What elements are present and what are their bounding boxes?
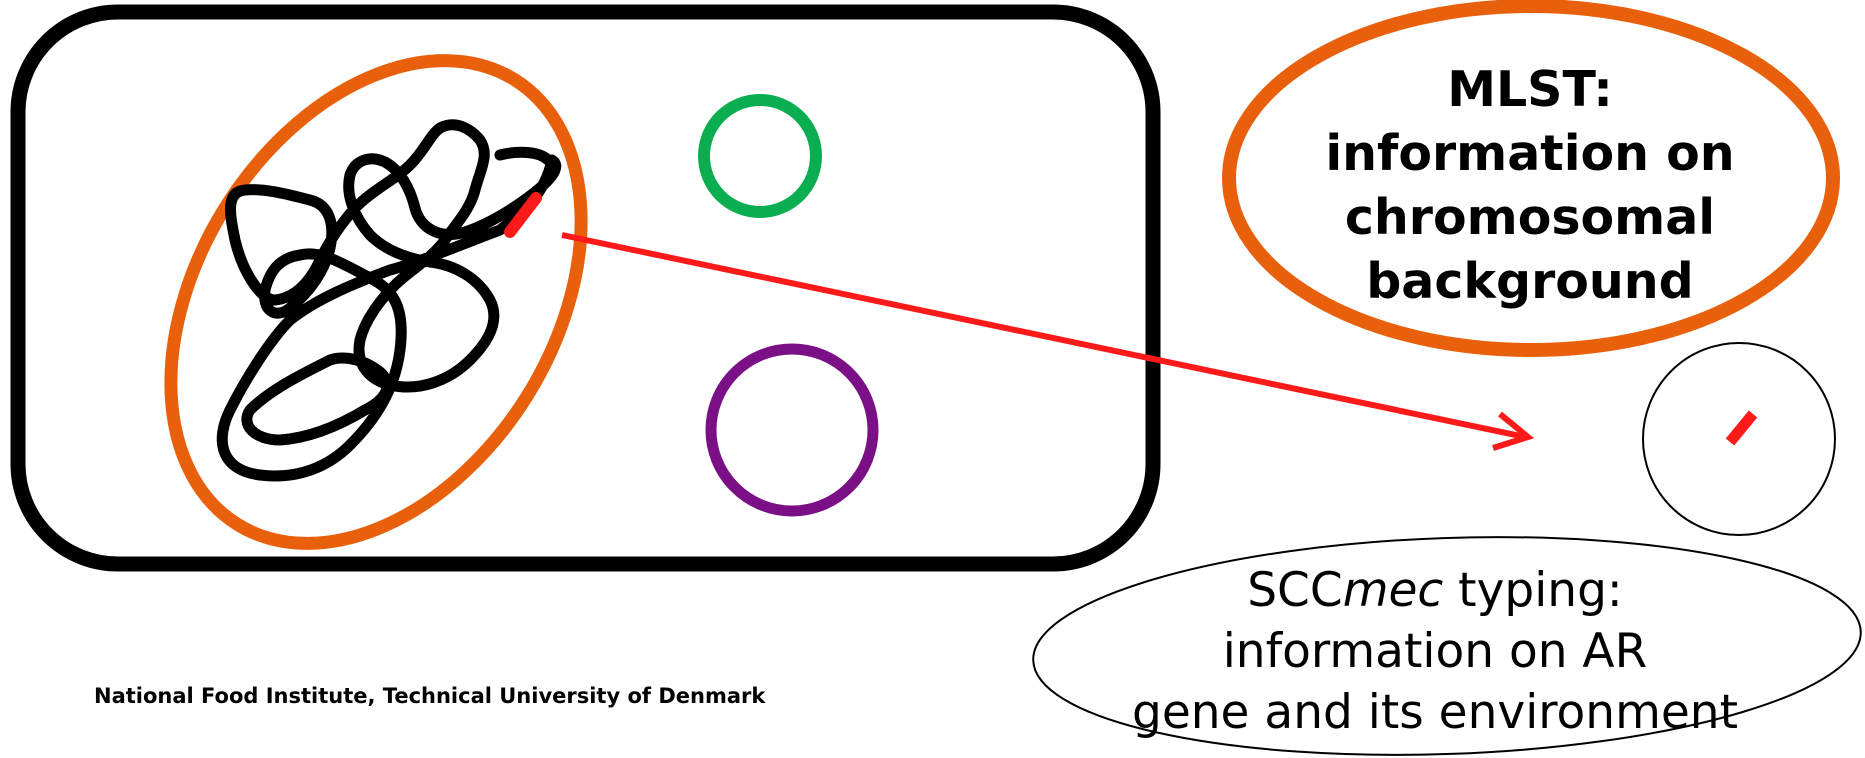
chromosome-gene-marker	[504, 192, 542, 238]
footer-institution: National Food Institute, Technical Unive…	[94, 684, 766, 708]
plasmid-purple	[705, 343, 879, 517]
sccmec-ellipse	[1032, 536, 1862, 756]
sccmec-gene-marker	[1725, 410, 1758, 446]
sccmec-line-1: SCCmec typing:	[1040, 560, 1830, 621]
mlst-ellipse	[1222, 0, 1840, 357]
sccmec-suffix: typing:	[1443, 563, 1623, 618]
mlst-line-1: MLST:	[1447, 61, 1613, 118]
sccmec-italic: mec	[1342, 563, 1444, 618]
plasmid-green	[698, 94, 822, 218]
mlst-line-2: information on	[1325, 125, 1735, 182]
sccmec-element-circle	[1642, 342, 1836, 536]
arrow-line	[561, 232, 1526, 440]
sccmec-label: SCCmec typing: information on AR gene an…	[1040, 560, 1830, 743]
mlst-line-3: chromosomal	[1344, 189, 1716, 246]
mlst-label: MLST: information on chromosomal backgro…	[1230, 58, 1830, 314]
bacterial-cell-outline	[10, 4, 1161, 572]
arrow-head	[1492, 411, 1535, 451]
sccmec-line-3: gene and its environment	[1132, 685, 1738, 740]
chromosome-dna-tangle	[216, 119, 562, 482]
chromosome-ellipse	[164, 54, 588, 550]
sccmec-prefix: SCC	[1247, 563, 1343, 618]
sccmec-line-2: information on AR	[1222, 624, 1648, 679]
mlst-line-4: background	[1366, 253, 1694, 310]
